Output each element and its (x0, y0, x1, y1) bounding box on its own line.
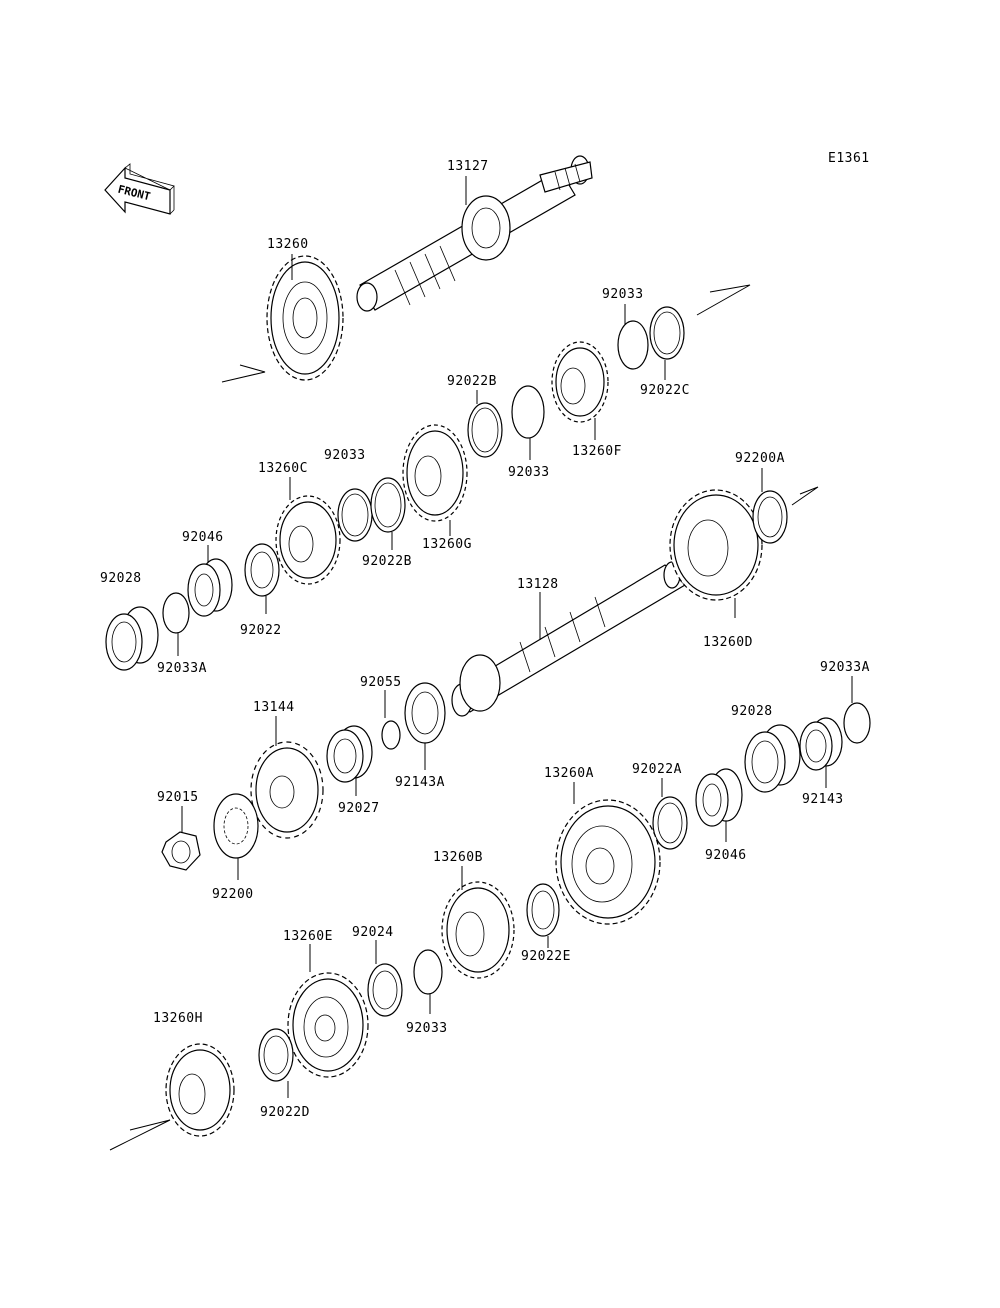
gear-13260F (551, 341, 609, 423)
snap-ring-92033-top (617, 320, 649, 370)
gear-13260B (441, 881, 515, 979)
label-92046-upper: 92046 (182, 530, 224, 545)
label-13260B: 13260B (433, 850, 483, 865)
label-13260H: 13260H (153, 1011, 203, 1026)
lock-washer-92200 (213, 793, 259, 859)
label-13128: 13128 (517, 577, 559, 592)
label-13260A: 13260A (544, 766, 594, 781)
sprocket-13144 (250, 741, 324, 839)
label-92022B-upper: 92022B (447, 374, 497, 389)
collar-92143A (404, 682, 446, 744)
label-92143A: 92143A (395, 775, 445, 790)
collar-92143 (799, 717, 843, 771)
label-92033-middle: 92033 (508, 465, 550, 480)
nut-92015 (161, 831, 201, 871)
label-92033-bottom: 92033 (406, 1021, 448, 1036)
label-92027: 92027 (338, 801, 380, 816)
ball-bearing-92028-left (105, 606, 159, 671)
ball-bearing-92028-right (744, 724, 801, 793)
label-92143: 92143 (802, 792, 844, 807)
label-13260F: 13260F (572, 444, 622, 459)
snap-ring-92033-lower (337, 488, 373, 542)
label-92022: 92022 (240, 623, 282, 638)
collar-92027 (326, 725, 373, 783)
label-13144: 13144 (253, 700, 295, 715)
needle-bearing-92046-upper (187, 558, 233, 617)
label-92033A-right: 92033A (820, 660, 870, 675)
gear-13260D (669, 489, 763, 601)
label-13260D: 13260D (703, 635, 753, 650)
gear-13260G (402, 424, 468, 522)
washer-92022B-lower (370, 477, 406, 533)
diagram-code: E1361 (828, 151, 870, 166)
label-92022D: 92022D (260, 1105, 310, 1120)
label-13260E: 13260E (283, 929, 333, 944)
gear-13260A (555, 799, 661, 925)
shaft-13128 (451, 561, 686, 717)
washer-92200A (752, 490, 788, 544)
washer-92022B-upper (467, 402, 503, 458)
shaft-13127 (356, 155, 593, 312)
snap-ring-92033A-left (162, 592, 190, 634)
label-92046-lower: 92046 (705, 848, 747, 863)
label-92022A: 92022A (632, 762, 682, 777)
label-92200: 92200 (212, 887, 254, 902)
snap-ring-92033A-right (843, 702, 871, 744)
washer-92022 (244, 543, 280, 597)
label-92024: 92024 (352, 925, 394, 940)
washer-92022C (649, 306, 685, 360)
label-92022C: 92022C (640, 383, 690, 398)
label-92022E: 92022E (521, 949, 571, 964)
front-arrow-icon: FRONT (104, 163, 175, 215)
snap-ring-92033-middle (511, 385, 545, 439)
o-ring-92055 (381, 720, 401, 750)
label-92055: 92055 (360, 675, 402, 690)
gear-13260E (287, 972, 369, 1078)
label-13127: 13127 (447, 159, 489, 174)
gear-13260C (275, 495, 341, 585)
label-92033-lower: 92033 (324, 448, 366, 463)
gear-13260 (266, 255, 344, 381)
label-92033-top: 92033 (602, 287, 644, 302)
label-92028-right: 92028 (731, 704, 773, 719)
label-92022B-lower: 92022B (362, 554, 412, 569)
label-13260C: 13260C (258, 461, 308, 476)
label-13260: 13260 (267, 237, 309, 252)
gear-13260H (165, 1043, 235, 1137)
washer-92022A (652, 796, 688, 850)
needle-bearing-92046-lower (695, 768, 743, 827)
label-92015: 92015 (157, 790, 199, 805)
label-92028-left: 92028 (100, 571, 142, 586)
label-13260G: 13260G (422, 537, 472, 552)
label-92033A-left: 92033A (157, 661, 207, 676)
snap-ring-92033-bottom (413, 949, 443, 995)
label-92200A: 92200A (735, 451, 785, 466)
